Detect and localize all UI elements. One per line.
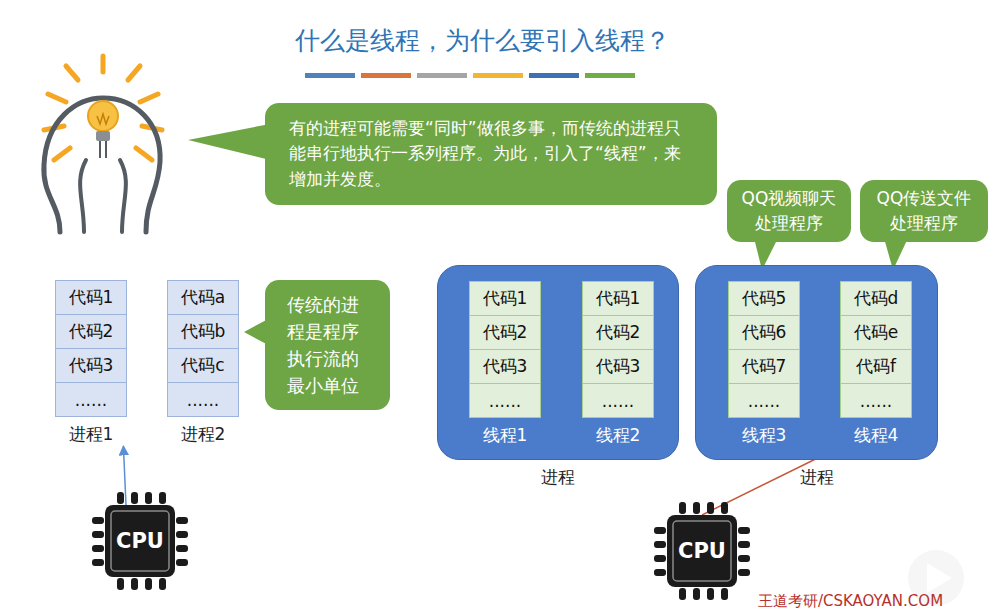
node-text: 代码c — [181, 354, 224, 377]
watermark: 王道考研/CSKAOYAN.COM — [758, 592, 943, 611]
node-text: 进程2 — [167, 422, 239, 446]
code-cell: ...... — [582, 383, 654, 418]
thread-column: 线程1 代码1 代码2 代码3...... — [469, 281, 541, 447]
node-text: ...... — [75, 390, 107, 410]
node-text: 代码1 — [596, 287, 641, 310]
code-cell: 代码5 — [728, 281, 800, 316]
code-cell: 代码3 — [469, 349, 541, 384]
title-color-bar — [305, 73, 635, 78]
node-text: 有的进程可能需要“同时”做很多事，而传统的进程只能串行地执行一系列程序。为此，引… — [289, 116, 693, 193]
code-cell: 代码1 — [55, 280, 127, 315]
code-cell: ...... — [469, 383, 541, 418]
node-text: 代码2 — [483, 321, 528, 344]
node-text: ...... — [748, 391, 780, 411]
node-text: 线程3 — [728, 423, 800, 447]
node-text: CPU — [116, 529, 164, 553]
process-column: 进程2 代码a 代码b 代码c...... — [167, 280, 239, 446]
code-cell: ...... — [167, 382, 239, 417]
code-cell: 代码d — [840, 281, 912, 316]
code-cell: 代码e — [840, 315, 912, 350]
code-cell: ...... — [840, 383, 912, 418]
node-text: QQ视频聊天处理程序 — [737, 186, 841, 237]
node-text: 进程 — [438, 465, 678, 489]
node-text: 进程1 — [55, 422, 127, 446]
cpu-chip: CPU — [667, 515, 737, 587]
node-text: 代码6 — [742, 321, 787, 344]
node-text: 代码1 — [483, 287, 528, 310]
node-text: ...... — [489, 391, 521, 411]
thinker-illustration — [44, 56, 162, 232]
code-cell: 代码3 — [55, 348, 127, 383]
process-box: 进程线程1代码1代码2代码3......线程2代码1代码2代码3...... — [437, 265, 679, 460]
node-text: 线程2 — [582, 423, 654, 447]
node-text: 代码2 — [69, 320, 114, 343]
code-cell: 代码c — [167, 348, 239, 383]
node-text: 线程4 — [840, 423, 912, 447]
node-text: 代码5 — [742, 287, 787, 310]
node-text: 代码e — [854, 321, 898, 344]
node-text: 代码2 — [596, 321, 641, 344]
code-cell: 代码2 — [582, 315, 654, 350]
thread-column: 线程4 代码d 代码e 代码f...... — [840, 281, 912, 447]
speech-bubble: QQ视频聊天处理程序 — [727, 180, 851, 242]
node-text: 线程1 — [469, 423, 541, 447]
code-cell: 代码3 — [582, 349, 654, 384]
speech-bubble: QQ传送文件处理程序 — [860, 180, 988, 242]
page-title: 什么是线程，为什么要引入线程？ — [0, 24, 964, 57]
speech-bubble: 传统的进程是程序执行流的最小单位 — [265, 280, 390, 410]
node-text: ...... — [860, 391, 892, 411]
node-text: 代码3 — [69, 354, 114, 377]
cpu-chip: CPU — [105, 505, 175, 577]
node-text: 代码3 — [596, 355, 641, 378]
code-cell: 代码1 — [469, 281, 541, 316]
code-cell: 代码2 — [55, 314, 127, 349]
code-cell: 代码a — [167, 280, 239, 315]
process-column: 进程1 代码1 代码2 代码3...... — [55, 280, 127, 446]
node-text: 代码3 — [483, 355, 528, 378]
node-text: QQ传送文件处理程序 — [870, 186, 978, 237]
node-text: 代码f — [856, 355, 896, 378]
code-cell: 代码7 — [728, 349, 800, 384]
code-cell: 代码6 — [728, 315, 800, 350]
node-text: 进程 — [696, 465, 937, 489]
node-text: 传统的进程是程序执行流的最小单位 — [287, 291, 368, 399]
process-box: 进程线程3代码5代码6代码7......线程4代码d代码e代码f...... — [695, 265, 938, 460]
node-text: ...... — [187, 390, 219, 410]
node-text: 代码1 — [69, 286, 114, 309]
code-cell: 代码f — [840, 349, 912, 384]
node-text: ...... — [602, 391, 634, 411]
node-text: CPU — [678, 539, 726, 563]
code-cell: 代码b — [167, 314, 239, 349]
node-text: 代码a — [181, 286, 225, 309]
node-text: 代码d — [854, 287, 899, 310]
speech-bubble: 有的进程可能需要“同时”做很多事，而传统的进程只能串行地执行一系列程序。为此，引… — [265, 103, 717, 205]
code-cell: ...... — [55, 382, 127, 417]
code-cell: 代码1 — [582, 281, 654, 316]
node-text: 代码7 — [742, 355, 787, 378]
code-cell: 代码2 — [469, 315, 541, 350]
thread-column: 线程3 代码5 代码6 代码7...... — [728, 281, 800, 447]
node-text: 代码b — [181, 320, 226, 343]
code-cell: ...... — [728, 383, 800, 418]
thread-column: 线程2 代码1 代码2 代码3...... — [582, 281, 654, 447]
